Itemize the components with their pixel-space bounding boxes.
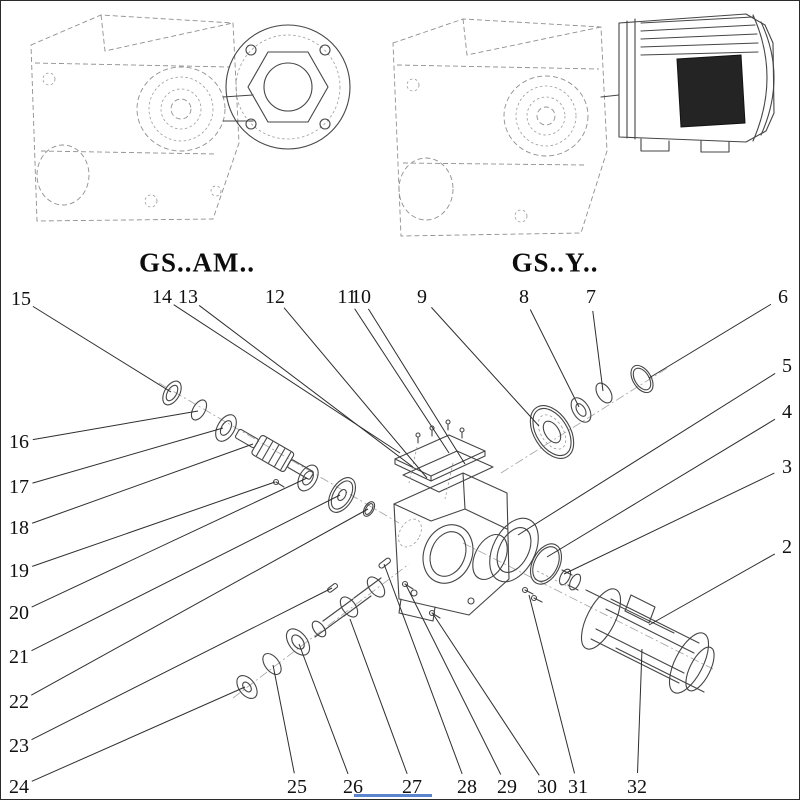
- callout-25: 25: [287, 776, 307, 798]
- part-key-b: [378, 557, 391, 569]
- leader-line-12: [283, 307, 428, 479]
- callout-30: 30: [537, 776, 557, 798]
- leader-line-25: [272, 664, 295, 774]
- callout-21: 21: [9, 646, 29, 668]
- leader-lines: [31, 303, 776, 782]
- part-gear-washer: [570, 397, 592, 423]
- leader-line-22: [31, 508, 369, 696]
- am-output-flange: [222, 24, 351, 150]
- part-washer-disc: [327, 477, 357, 513]
- part-motor: [580, 588, 715, 694]
- bottom-edge-mark: [354, 794, 432, 797]
- part-output-washer: [236, 675, 258, 699]
- leader-line-19: [32, 481, 276, 567]
- assembly-axes: [158, 366, 714, 699]
- part-circlip-input: [190, 399, 208, 421]
- callout-27: 27: [402, 776, 422, 798]
- leader-line-3: [563, 472, 775, 575]
- part-bearing-input-b: [297, 464, 319, 492]
- leader-line-24: [31, 686, 246, 782]
- leader-line-30: [432, 613, 540, 776]
- leader-line-4: [546, 418, 776, 558]
- leader-line-20: [31, 477, 308, 608]
- leader-line-26: [298, 643, 349, 775]
- callout-12: 12: [265, 286, 285, 308]
- callout-31: 31: [568, 776, 588, 798]
- part-helical-gear: [529, 405, 575, 459]
- callout-20: 20: [9, 602, 29, 624]
- callout-18: 18: [9, 517, 29, 539]
- part-oring-large: [529, 543, 563, 585]
- part-cover-plate: [394, 419, 494, 500]
- callout-22: 22: [9, 691, 29, 713]
- part-oring-small: [362, 501, 376, 517]
- callout-28: 28: [457, 776, 477, 798]
- part-output-circlip: [262, 652, 282, 676]
- part-pin-small: [272, 478, 285, 488]
- callout-23: 23: [9, 735, 29, 757]
- callout-3: 3: [782, 456, 792, 478]
- callout-11: 11: [337, 286, 357, 308]
- gearbox-am-drawing: [30, 14, 240, 222]
- callout-17: 17: [9, 476, 29, 498]
- leader-line-6: [648, 303, 772, 379]
- part-housing: [393, 472, 510, 622]
- leader-line-11: [354, 308, 450, 454]
- variant-label-gs-y: GS..Y..: [511, 247, 599, 278]
- leader-line-15: [32, 305, 172, 393]
- callout-5: 5: [782, 355, 792, 377]
- part-worm-shaft: [234, 428, 314, 480]
- leader-line-18: [32, 443, 254, 524]
- leader-line-10: [367, 308, 466, 465]
- callout-7: 7: [586, 286, 596, 308]
- callout-6: 6: [778, 286, 788, 308]
- leader-line-17: [32, 427, 224, 484]
- callout-9: 9: [417, 286, 427, 308]
- leader-line-29: [405, 584, 502, 775]
- part-circlip-gear: [595, 382, 613, 404]
- leader-line-5: [517, 373, 776, 536]
- leader-line-13: [198, 305, 414, 468]
- leader-line-8: [529, 309, 580, 408]
- part-bearing-input-a: [215, 414, 237, 442]
- leader-line-21: [31, 494, 341, 652]
- part-key-a: [327, 583, 339, 593]
- callout-32: 32: [627, 776, 647, 798]
- leader-line-32: [637, 648, 643, 774]
- callout-24: 24: [9, 776, 29, 798]
- gearbox-y-drawing: [392, 18, 608, 237]
- leader-line-2: [648, 553, 776, 626]
- leader-line-23: [31, 587, 333, 741]
- callout-15: 15: [11, 288, 31, 310]
- callout-8: 8: [519, 286, 529, 308]
- leader-line-9: [431, 307, 540, 427]
- part-output-shaft: [311, 576, 386, 638]
- part-output-bearing: [285, 628, 311, 656]
- callout-14: 14: [152, 286, 172, 308]
- leader-line-7: [592, 310, 604, 392]
- part-oil-seal: [162, 380, 182, 406]
- callout-29: 29: [497, 776, 517, 798]
- variant-label-gs-am: GS..AM..: [139, 247, 255, 278]
- part-flange-bolts: [521, 570, 574, 603]
- callout-16: 16: [9, 431, 29, 453]
- leader-line-31: [528, 594, 576, 774]
- leader-line-27: [349, 618, 408, 775]
- y-motor-drawing: [600, 13, 775, 153]
- leader-line-16: [32, 410, 199, 441]
- callout-10: 10: [351, 286, 371, 308]
- part-retaining-ring: [630, 364, 654, 394]
- callout-26: 26: [343, 776, 363, 798]
- callout-13: 13: [178, 286, 198, 308]
- callout-4: 4: [782, 401, 792, 423]
- leader-line-28: [383, 563, 463, 775]
- callout-19: 19: [9, 560, 29, 582]
- callout-2: 2: [782, 536, 792, 558]
